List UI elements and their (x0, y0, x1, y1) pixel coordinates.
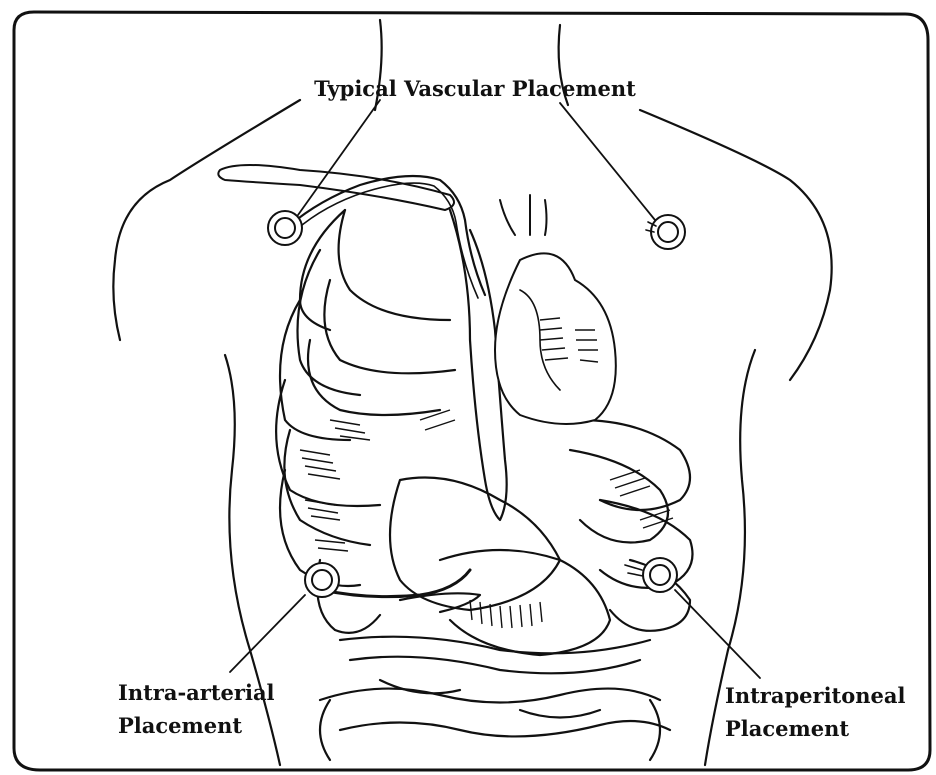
abdominal-organs (390, 478, 610, 656)
sensor-intra-arterial (305, 563, 339, 597)
label-intraperitoneal-line1: Intraperitoneal (725, 683, 905, 708)
label-intra-arterial-line2: Placement (118, 713, 242, 738)
rounded-frame (14, 12, 930, 770)
heart (495, 195, 616, 424)
rib-hatching (300, 410, 673, 551)
body-outline (113, 20, 831, 765)
intestines (320, 637, 670, 760)
label-intra-arterial-line1: Intra-arterial (118, 680, 275, 705)
label-typical-vascular-placement: Typical Vascular Placement (314, 76, 636, 101)
sensor-vascular-left (268, 211, 302, 245)
sensor-vascular-right (646, 215, 685, 249)
label-intraperitoneal-line2: Placement (725, 716, 849, 741)
